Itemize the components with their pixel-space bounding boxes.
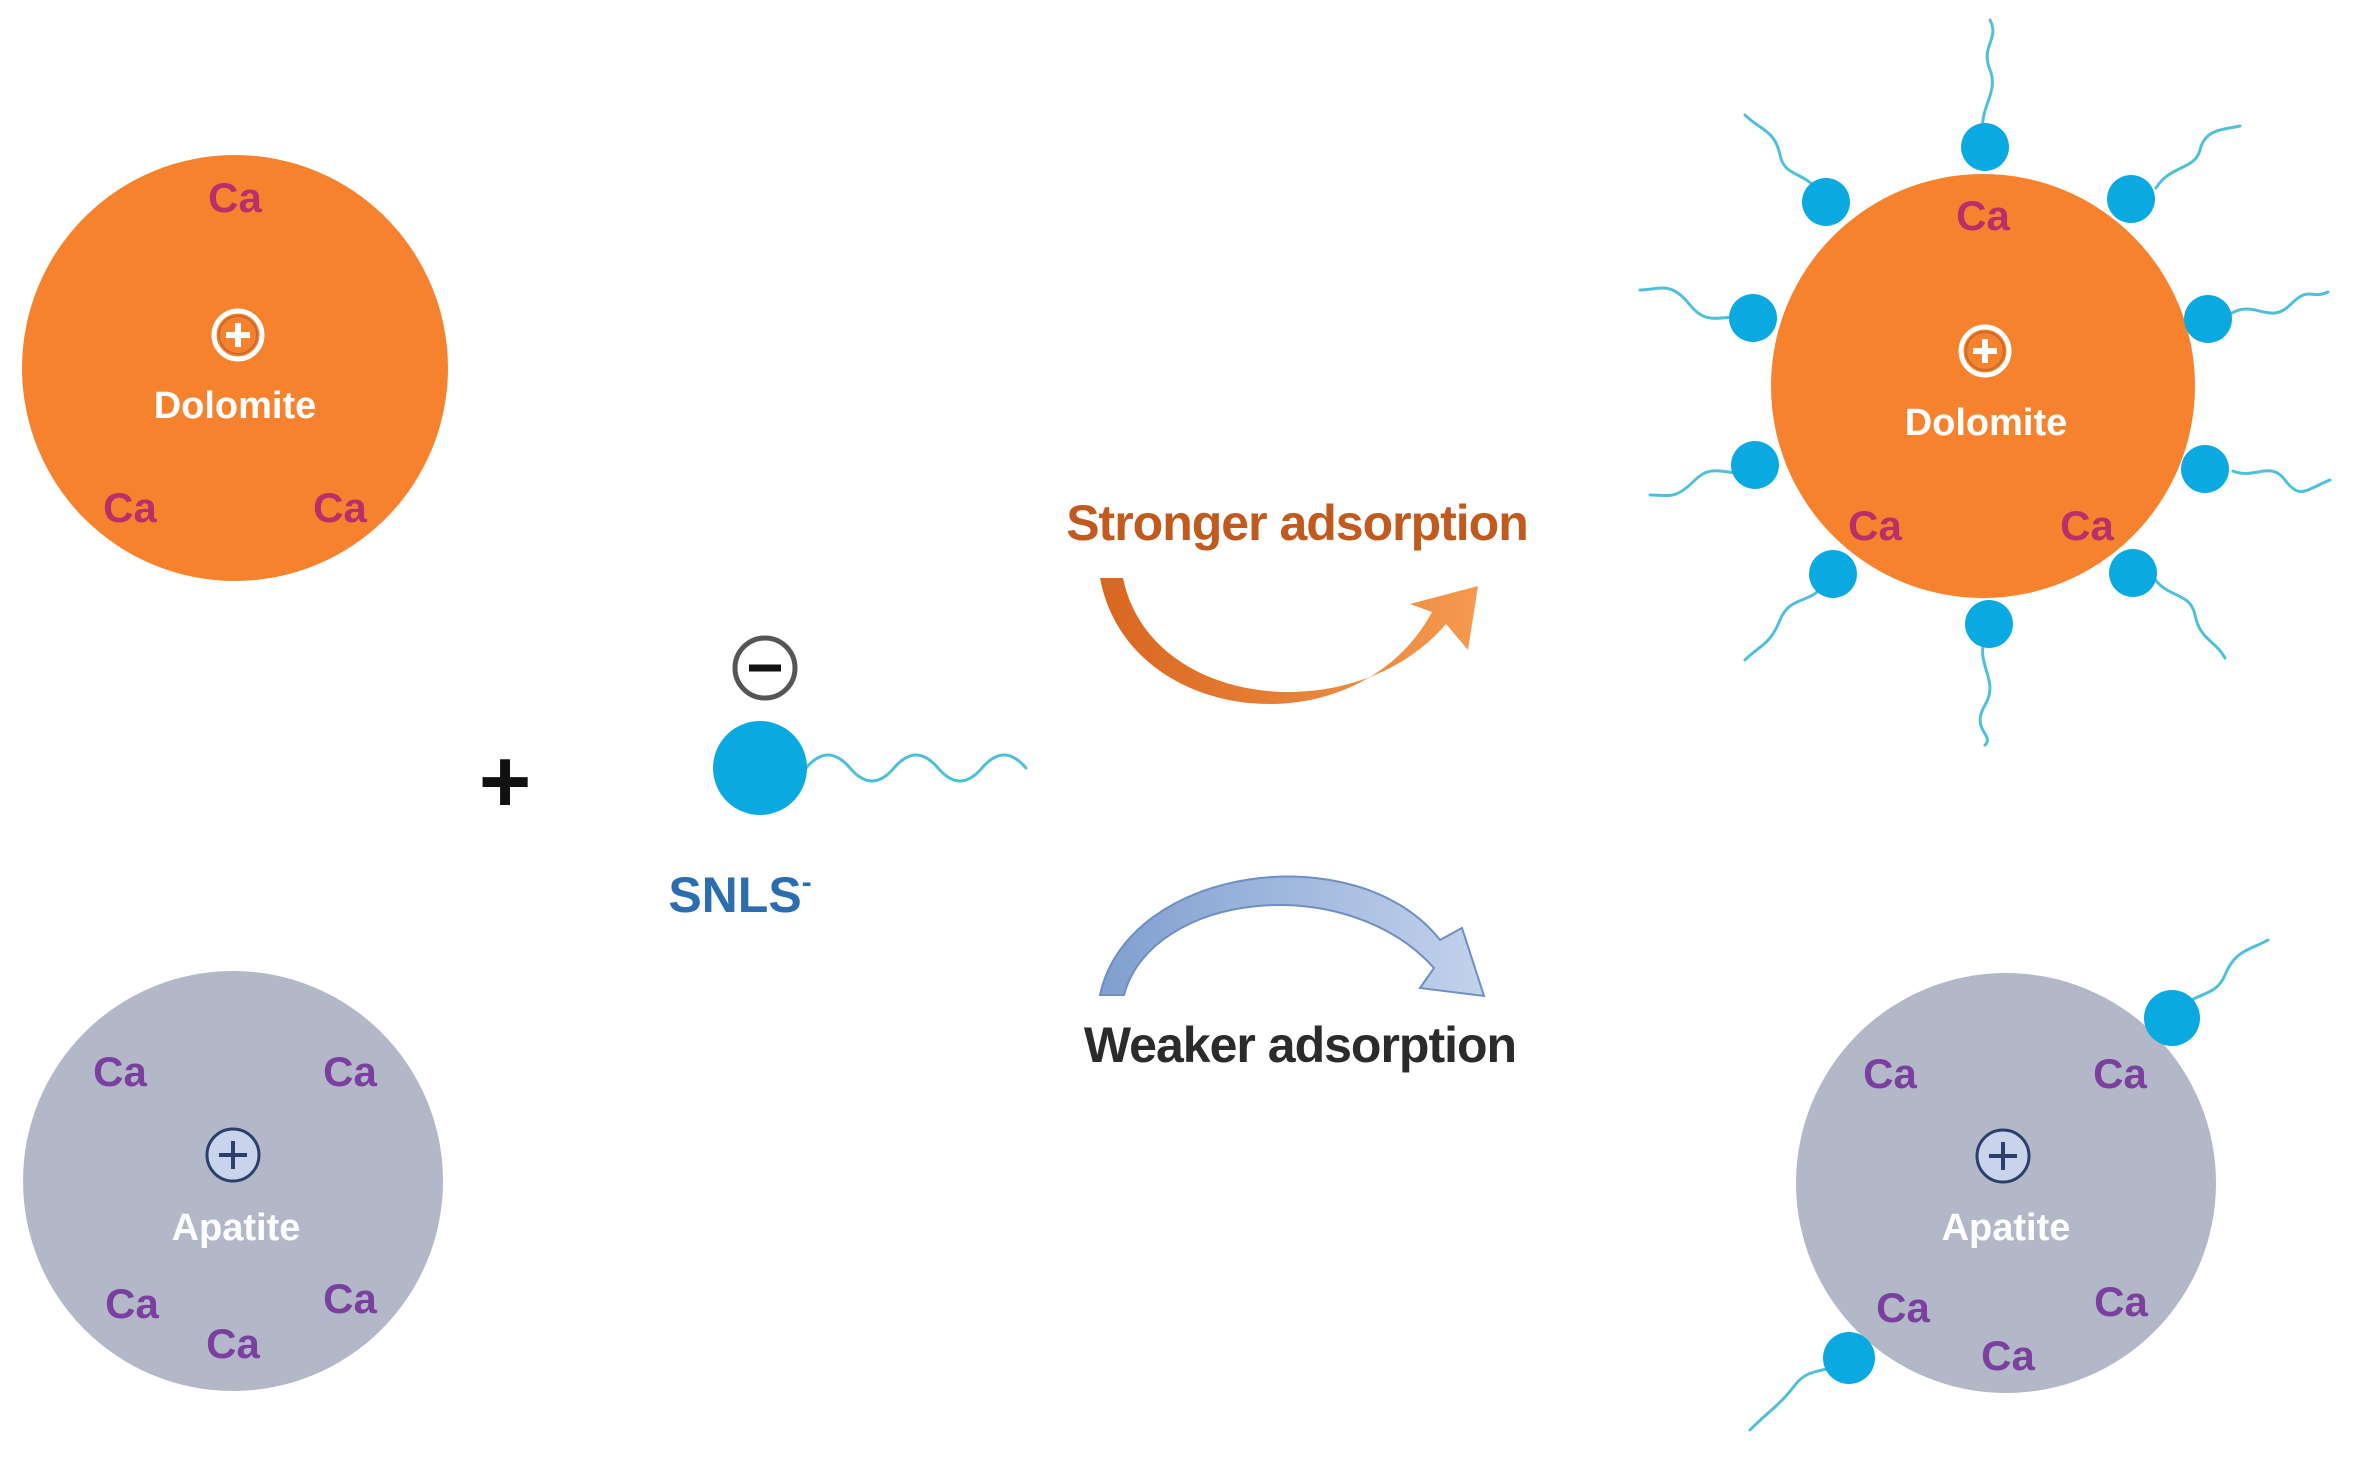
ca-label: Ca [1848, 502, 1902, 549]
surfactant-head [2144, 990, 2200, 1046]
dolomite-particle [22, 155, 448, 581]
surfactant-head [1965, 600, 2013, 648]
adsorbed-surfactant-heads [1729, 123, 2232, 648]
reactant-apatite: Apatite Ca Ca Ca Ca Ca [23, 971, 443, 1391]
surfactant-head [1802, 178, 1850, 226]
curved-arrow-icon [1100, 578, 1478, 705]
apatite-label: Apatite [1942, 1207, 2071, 1249]
surfactant-tail [2231, 469, 2332, 493]
surfactant-label: SNLS- [668, 866, 811, 923]
curved-arrow-icon [1098, 875, 1486, 998]
dolomite-label: Dolomite [1905, 402, 2068, 444]
ca-label: Ca [206, 1320, 260, 1367]
plus-sign: + [479, 732, 532, 832]
ca-label: Ca [105, 1280, 159, 1327]
surfactant-tail [2230, 290, 2330, 315]
plus-charge-icon [205, 1127, 261, 1183]
dolomite-particle [1771, 174, 2195, 598]
surfactant-head [2109, 549, 2157, 597]
surfactant-head [2184, 295, 2232, 343]
ca-label: Ca [323, 1275, 377, 1322]
ca-label: Ca [313, 484, 367, 531]
apatite-label: Apatite [172, 1207, 301, 1249]
ca-label: Ca [2094, 1278, 2148, 1325]
weaker-adsorption-label: Weaker adsorption [1084, 1017, 1516, 1073]
stronger-adsorption-label: Stronger adsorption [1066, 495, 1528, 551]
ca-label: Ca [1863, 1050, 1917, 1097]
surfactant-tail [1981, 18, 1995, 142]
minus-charge-icon [732, 635, 798, 701]
product-apatite: Apatite Ca Ca Ca Ca Ca [1748, 938, 2270, 1432]
weaker-adsorption-arrow: Weaker adsorption [1084, 875, 1517, 1073]
stronger-adsorption-arrow: Stronger adsorption [1066, 495, 1529, 705]
surfactant-molecule: SNLS- [668, 635, 1028, 923]
plus-charge-icon [1958, 324, 2012, 378]
ca-label: Ca [208, 174, 262, 221]
surfactant-tail [804, 753, 1028, 783]
surfactant-tail [1743, 581, 1828, 662]
ca-label: Ca [2093, 1050, 2147, 1097]
adsorbed-surfactant-tails [1638, 18, 2332, 747]
ca-label: Ca [103, 484, 157, 531]
surfactant-tail [2154, 124, 2242, 190]
surfactant-head [1823, 1332, 1875, 1384]
surfactant-head [713, 721, 807, 815]
surfactant-tail [1978, 636, 1992, 747]
surfactant-tail [1743, 113, 1823, 200]
surfactant-head [1731, 441, 1779, 489]
surfactant-head [1809, 550, 1857, 598]
ca-label: Ca [323, 1048, 377, 1095]
ca-label: Ca [1876, 1284, 1930, 1331]
surfactant-tail [2149, 571, 2227, 660]
ca-label: Ca [2060, 502, 2114, 549]
reactant-dolomite: Dolomite Ca Ca Ca [22, 155, 448, 581]
plus-charge-icon [1975, 1128, 2031, 1184]
surfactant-head [1961, 123, 2009, 171]
product-dolomite: Dolomite Ca Ca Ca [1638, 18, 2332, 747]
surfactant-head [2181, 445, 2229, 493]
surfactant-head [2107, 175, 2155, 223]
plus-charge-icon [211, 308, 265, 362]
surfactant-head [1729, 294, 1777, 342]
ca-label: Ca [93, 1048, 147, 1095]
ca-label: Ca [1956, 192, 2010, 239]
dolomite-label: Dolomite [154, 385, 317, 427]
ca-label: Ca [1981, 1332, 2035, 1379]
